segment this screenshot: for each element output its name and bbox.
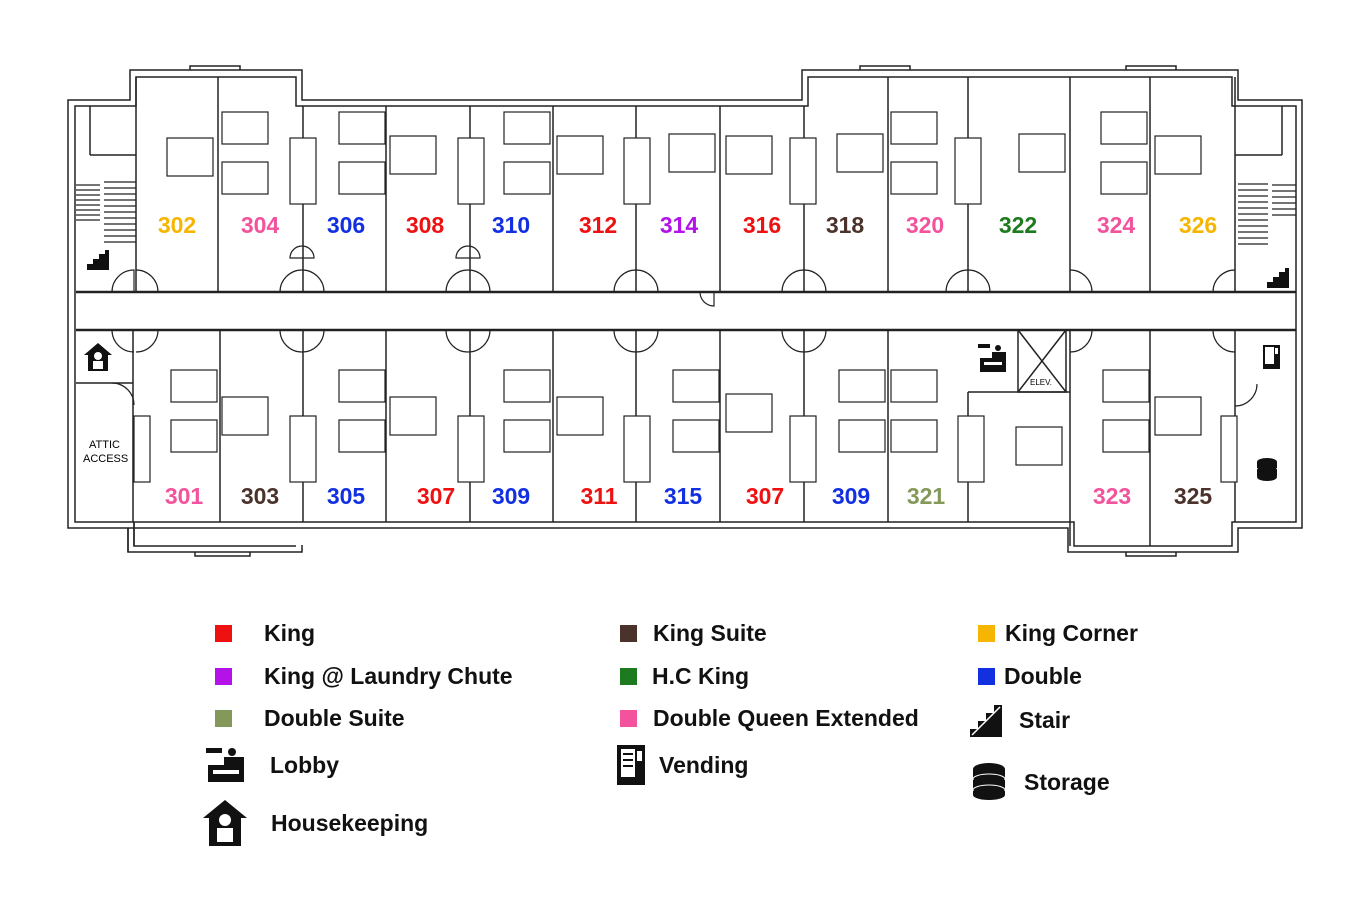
legend-item-housekeeping: Housekeeping (203, 800, 428, 846)
room-bottom-311: 311 (580, 483, 617, 509)
legend-swatch-double (978, 668, 995, 685)
room-bottom-321: 321 (907, 483, 946, 509)
legend-item-king-suite: King Suite (620, 620, 767, 647)
room-top-312: 312 (579, 212, 617, 238)
legend-swatch-king-suite (620, 625, 637, 642)
room-bottom-309: 309 (492, 483, 530, 509)
legend-swatch-king-corner (978, 625, 995, 642)
room-bottom-325: 325 (1174, 483, 1213, 509)
room-top-324: 324 (1097, 212, 1136, 238)
legend-label-king-laundry: King @ Laundry Chute (264, 663, 513, 689)
legend-swatch-hc-king (620, 668, 637, 685)
attic-label-line1: ATTIC (89, 439, 120, 451)
legend-label-king-suite: King Suite (653, 620, 767, 646)
room-bottom-305: 305 (327, 483, 366, 509)
room-top-320: 320 (906, 212, 944, 238)
legend-item-lobby: Lobby (204, 746, 339, 784)
room-top-308: 308 (406, 212, 445, 238)
stair-icon (970, 705, 1002, 737)
legend-swatch-king (215, 625, 232, 642)
stair-icon (87, 250, 109, 270)
room-top-302: 302 (158, 212, 196, 238)
legend-label-vending: Vending (659, 751, 749, 778)
legend-item-king-corner: King Corner (978, 620, 1138, 647)
legend-swatch-king-laundry (215, 668, 232, 685)
legend-label-king: King (264, 620, 316, 646)
stairwell-right (1238, 183, 1296, 245)
room-bottom-309: 309 (832, 483, 870, 509)
vending-icon (1263, 345, 1280, 369)
legend-item-stair: Stair (970, 703, 1070, 737)
room-bottom-307: 307 (746, 483, 784, 509)
legend-label-lobby: Lobby (270, 751, 339, 778)
room-bottom-301: 301 (165, 483, 204, 509)
legend-label-double-queen-ext: Double Queen Extended (653, 705, 919, 731)
attic-label-line2: ACCESS (83, 453, 128, 465)
door-swings (111, 245, 1258, 407)
legend-item-double-suite: Double Suite (215, 705, 405, 732)
room-top-322: 322 (999, 212, 1037, 238)
floor-plan: ELEV. ATTIC ACCESS 302 304 306 308 310 312 314… (67, 65, 1303, 557)
elevator-label: ELEV. (1030, 378, 1052, 387)
legend-item-double-queen-ext: Double Queen Extended (620, 705, 919, 732)
legend-label-housekeeping: Housekeeping (271, 809, 429, 836)
elevator-icon (1017, 329, 1067, 393)
room-top-306: 306 (327, 212, 365, 238)
room-top-318: 318 (826, 212, 865, 238)
housekeeping-icon (84, 343, 112, 371)
storage-icon (1257, 458, 1277, 481)
room-furniture (133, 111, 1238, 483)
storage-icon (972, 763, 1006, 800)
legend-swatch-double-suite (215, 710, 232, 727)
lobby-icon (978, 344, 1006, 372)
legend-item-king-laundry: King @ Laundry Chute (215, 663, 513, 690)
room-top-304: 304 (241, 212, 280, 238)
room-bottom-323: 323 (1093, 483, 1131, 509)
stair-icon (1267, 268, 1289, 288)
vending-icon (617, 745, 645, 785)
legend-label-hc-king: H.C King (652, 663, 750, 689)
housekeeping-icon (203, 800, 247, 846)
legend-item-vending: Vending (615, 745, 748, 785)
room-top-310: 310 (492, 212, 530, 238)
room-bottom-303: 303 (241, 483, 279, 509)
legend-item-double: Double (978, 663, 1082, 690)
legend-label-stair: Stair (1019, 706, 1071, 733)
room-bottom-307: 307 (417, 483, 455, 509)
legend-label-double: Double (1004, 663, 1082, 689)
legend-item-storage: Storage (970, 763, 1110, 801)
lobby-icon (206, 748, 244, 782)
legend-label-king-corner: King Corner (1005, 620, 1138, 646)
legend-swatch-double-queen-ext (620, 710, 637, 727)
legend-label-storage: Storage (1024, 768, 1110, 795)
stairwell-left (76, 181, 136, 243)
legend-label-double-suite: Double Suite (264, 705, 405, 731)
room-bottom-315: 315 (664, 483, 703, 509)
room-top-316: 316 (743, 212, 781, 238)
room-labels: 302 304 306 308 310 312 314 316 318 320 322 324 326 3… (158, 212, 1217, 509)
legend-item-hc-king: H.C King (620, 663, 749, 690)
room-top-326: 326 (1179, 212, 1217, 238)
legend-item-king: King (215, 620, 315, 647)
room-top-314: 314 (660, 212, 699, 238)
